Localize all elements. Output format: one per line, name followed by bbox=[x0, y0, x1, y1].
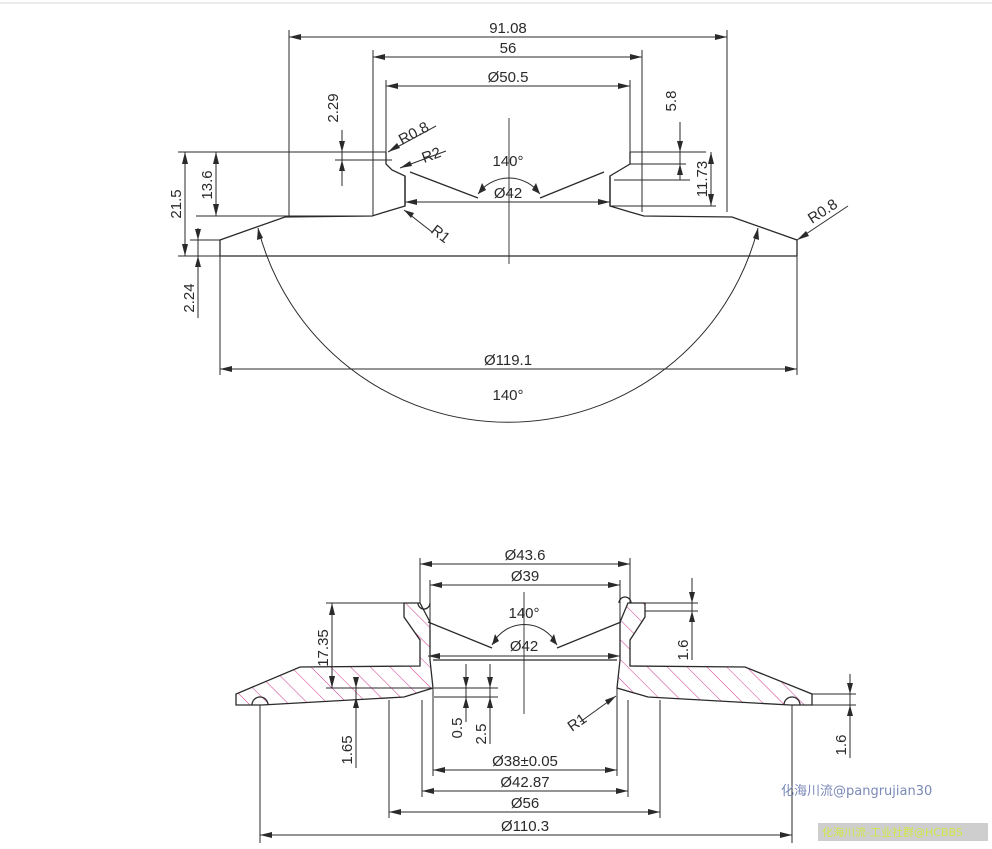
dim-dia-42-section: Ø42 bbox=[510, 638, 538, 655]
dim-1-6-upper: 1.6 bbox=[675, 640, 692, 661]
dim-2-5: 2.5 bbox=[473, 724, 490, 745]
section-cone-right bbox=[556, 621, 622, 649]
dim-dia-39: Ø39 bbox=[511, 568, 539, 585]
dim-angle-top: 140° bbox=[492, 153, 523, 170]
dim-r0-8-left: R0.8 bbox=[396, 119, 432, 149]
watermark-forum: 化海川流-工业社群@HCBBS bbox=[822, 825, 963, 839]
dim-r1-top: R1 bbox=[428, 222, 454, 247]
dim-1-65: 1.65 bbox=[339, 735, 356, 764]
dim-2-29: 2.29 bbox=[325, 93, 342, 122]
dim-angle-bottom: 140° bbox=[492, 387, 523, 404]
dim-1-6-lower: 1.6 bbox=[833, 735, 850, 756]
dim-0-5: 0.5 bbox=[449, 718, 466, 739]
section-outline-right bbox=[616, 602, 813, 706]
dim-dia-56: Ø56 bbox=[511, 795, 539, 812]
dim-11-73: 11.73 bbox=[694, 161, 711, 197]
dim-2-24: 2.24 bbox=[181, 283, 198, 312]
section-hatch-right bbox=[617, 603, 812, 705]
dim-dia-42-top: Ø42 bbox=[494, 185, 522, 202]
top-view-cone-left bbox=[409, 171, 479, 199]
top-view: 91.08 56 Ø50.5 140° Ø42 R0.8 R2 bbox=[168, 20, 849, 423]
dim-91-08: 91.08 bbox=[489, 20, 527, 37]
dim-5-8: 5.8 bbox=[663, 91, 680, 112]
dim-dia-43-6: Ø43.6 bbox=[505, 547, 546, 564]
watermark-forum-bg bbox=[818, 823, 988, 841]
section-outline-left bbox=[235, 602, 434, 706]
dim-17-35: 17.35 bbox=[315, 629, 332, 667]
top-view-cone-right bbox=[539, 171, 605, 199]
dim-dia-42-87: Ø42.87 bbox=[500, 774, 549, 791]
watermark-author: 化海川流@pangrujian30 bbox=[781, 784, 932, 799]
dim-56: 56 bbox=[500, 40, 517, 57]
section-cone-left bbox=[427, 621, 493, 649]
dim-dia-119-1: Ø119.1 bbox=[484, 352, 532, 369]
top-view-profile bbox=[219, 152, 406, 256]
section-hatch-left bbox=[236, 603, 433, 705]
dim-21-5: 21.5 bbox=[168, 189, 185, 218]
dim-13-6: 13.6 bbox=[199, 170, 216, 199]
dim-r1-section: R1 bbox=[565, 710, 590, 735]
dim-r2: R2 bbox=[420, 144, 444, 167]
dim-dia-50-5: Ø50.5 bbox=[488, 69, 529, 86]
dim-dia-38: Ø38±0.05 bbox=[492, 753, 558, 770]
dim-dia-110-3: Ø110.3 bbox=[501, 818, 549, 835]
section-view: Ø43.6 Ø39 140° Ø42 17.35 1.6 bbox=[235, 547, 856, 843]
dim-angle-section: 140° bbox=[508, 605, 539, 622]
top-view-profile-right bbox=[609, 152, 798, 256]
